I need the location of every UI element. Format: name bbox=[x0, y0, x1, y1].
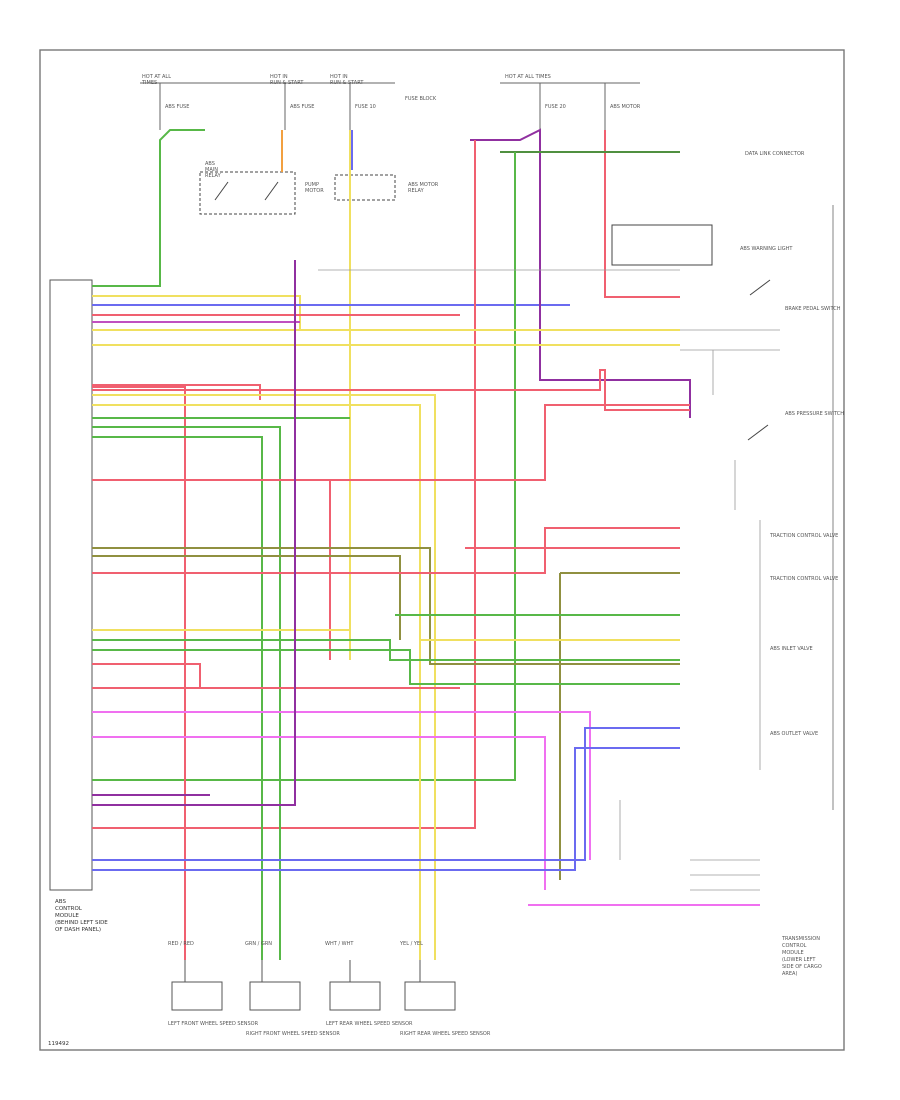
wheel-wire-label: GRN / GRN bbox=[245, 941, 272, 947]
tcm-label-line: TRANSMISSION bbox=[781, 936, 820, 942]
abs-label-line: CONTROL bbox=[55, 906, 83, 912]
tcm-label: TRANSMISSION CONTROL MODULE (LOWER LEFT … bbox=[781, 936, 822, 977]
component-label: ABS INLET VALVE bbox=[770, 646, 813, 652]
abs-label-line: ABS bbox=[55, 899, 66, 905]
abs-label-line: OF DASH PANEL) bbox=[55, 927, 101, 933]
relay-label: ABS bbox=[205, 161, 215, 167]
relay-label: ABS MOTOR bbox=[408, 182, 439, 188]
component-label: DATA LINK CONNECTOR bbox=[745, 151, 805, 157]
component-label: ABS OUTLET VALVE bbox=[770, 731, 818, 737]
fuse-name: ABS FUSE bbox=[165, 104, 189, 110]
relay-label: PUMP bbox=[305, 182, 319, 188]
wheel-wire-label: YEL / YEL bbox=[399, 941, 423, 947]
wheel-sensor-label: LEFT REAR WHEEL SPEED SENSOR bbox=[326, 1021, 413, 1027]
relay-switches bbox=[199, 171, 771, 441]
tcm-label-line: MODULE bbox=[782, 950, 804, 956]
abs-label-line: (BEHIND LEFT SIDE bbox=[55, 920, 108, 926]
fuse-label: RUN & START bbox=[270, 80, 304, 86]
relay-labels: ABS MAIN RELAY ABS MOTOR RELAY PUMP MOTO… bbox=[205, 161, 439, 194]
wheel-wire-labels: RED / RED GRN / GRN WHT / WHT YEL / YEL bbox=[168, 941, 423, 947]
right-component-labels: DATA LINK CONNECTOR ABS WARNING LIGHT BR… bbox=[740, 151, 844, 737]
wheel-sensor-labels: LEFT FRONT WHEEL SPEED SENSOR RIGHT FRON… bbox=[168, 1021, 491, 1037]
abs-control-module bbox=[49, 279, 93, 891]
component-label: TRACTION CONTROL VALVE bbox=[769, 533, 838, 539]
wheel-wire-label: RED / RED bbox=[168, 941, 194, 947]
thin-wires bbox=[318, 269, 780, 891]
fuse-name: FUSE BLOCK bbox=[405, 96, 437, 102]
wheel-sensor-label: RIGHT REAR WHEEL SPEED SENSOR bbox=[400, 1031, 491, 1037]
fuse-labels: HOT AT ALL TIMES HOT IN RUN & START HOT … bbox=[141, 74, 551, 86]
tcm-label-line: (LOWER LEFT bbox=[782, 957, 816, 963]
fuse-name: ABS FUSE bbox=[290, 104, 314, 110]
fuse-name: FUSE 20 bbox=[545, 104, 566, 110]
wheel-sensors bbox=[171, 960, 456, 1011]
tcm-label-line: AREA) bbox=[782, 971, 797, 977]
diagram-border bbox=[39, 49, 845, 1051]
fuse-label: HOT IN bbox=[330, 74, 348, 80]
wires bbox=[92, 128, 760, 960]
abs-module-label: ABS CONTROL MODULE (BEHIND LEFT SIDE OF … bbox=[55, 899, 108, 933]
fuse-label: RUN & START bbox=[330, 80, 364, 86]
fuse-label: TIMES bbox=[141, 80, 157, 86]
component-label: BRAKE PEDAL SWITCH bbox=[785, 306, 841, 312]
relay-label: MAIN bbox=[205, 167, 218, 173]
fuse-name: ABS MOTOR bbox=[610, 104, 641, 110]
top-bus bbox=[140, 82, 640, 130]
fuse-label: HOT IN bbox=[270, 74, 288, 80]
component-label: TRACTION CONTROL VALVE bbox=[769, 576, 838, 582]
relay-label: RELAY bbox=[408, 188, 425, 194]
wheel-sensor-label: RIGHT FRONT WHEEL SPEED SENSOR bbox=[246, 1031, 340, 1037]
component-label: ABS WARNING LIGHT bbox=[740, 246, 793, 252]
corner-code: 119492 bbox=[48, 1041, 69, 1047]
tcm-label-line: SIDE OF CARGO bbox=[782, 964, 822, 970]
wheel-sensor-label: LEFT FRONT WHEEL SPEED SENSOR bbox=[168, 1021, 259, 1027]
fuse-label: HOT AT ALL TIMES bbox=[505, 74, 551, 80]
wheel-wire-label: WHT / WHT bbox=[325, 941, 354, 947]
component-label: ABS PRESSURE SWITCH bbox=[785, 411, 844, 417]
fuse-label: HOT AT ALL bbox=[142, 74, 171, 80]
relay-label: MOTOR bbox=[305, 188, 324, 194]
relay-label: RELAY bbox=[205, 173, 222, 179]
fuse-name: FUSE 10 bbox=[355, 104, 376, 110]
tcm-label-line: CONTROL bbox=[782, 943, 807, 949]
abs-label-line: MODULE bbox=[55, 913, 79, 919]
fuse-names: ABS FUSE ABS FUSE FUSE 10 FUSE BLOCK FUS… bbox=[165, 96, 641, 110]
